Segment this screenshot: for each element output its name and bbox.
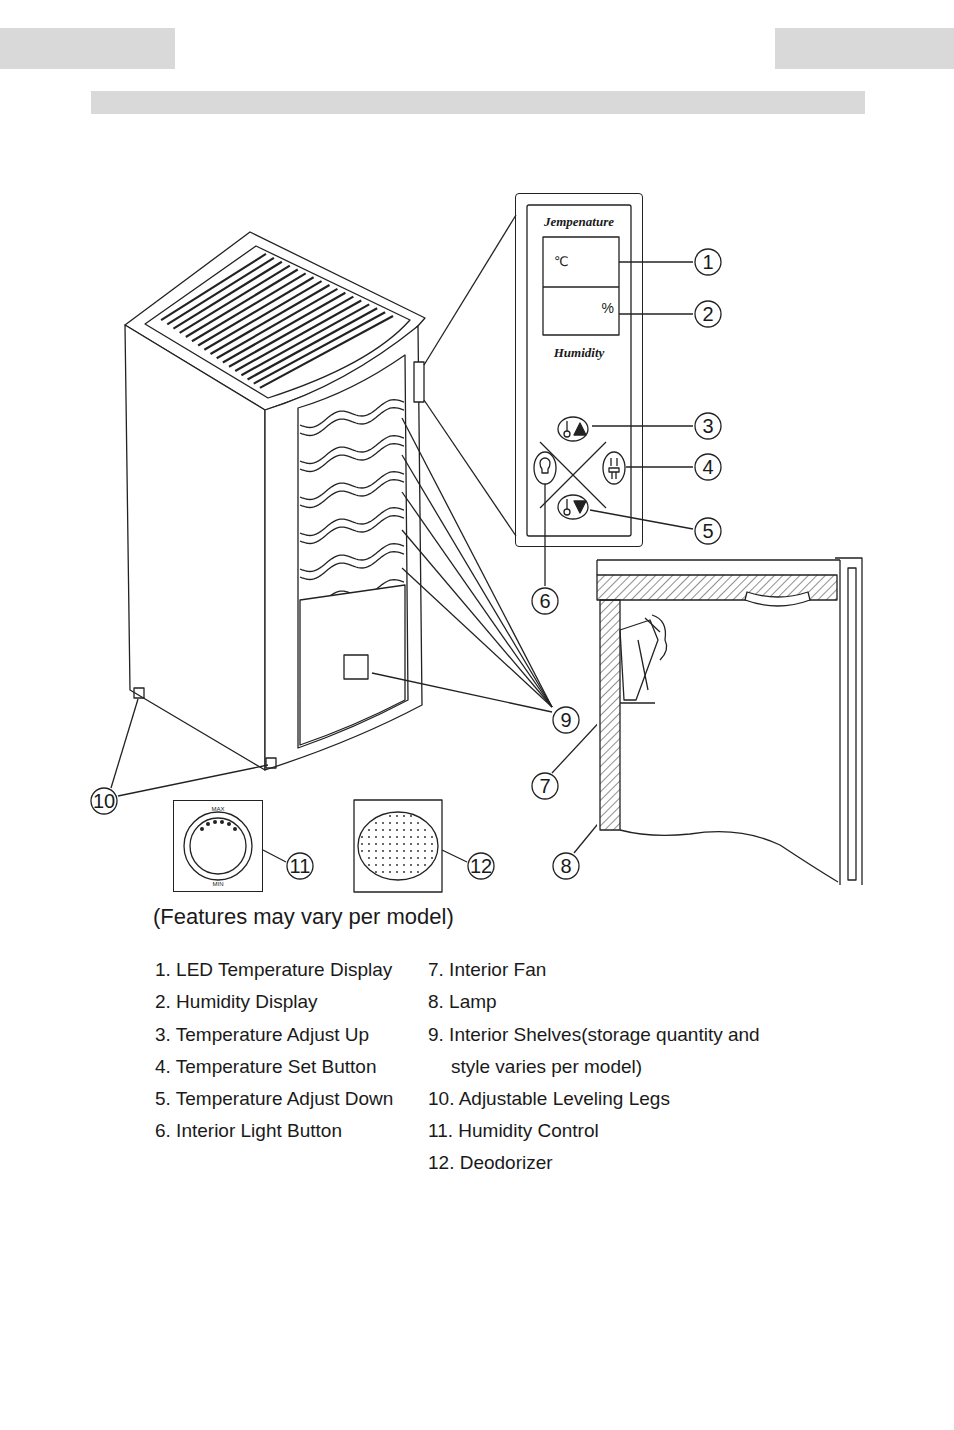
- parts-list-item: 5. Temperature Adjust Down: [155, 1083, 393, 1115]
- callout-number: 8: [560, 856, 571, 876]
- parts-list-item: 6. Interior Light Button: [155, 1115, 342, 1147]
- panel-heading: Humidity: [554, 345, 605, 361]
- parts-list-item: 4. Temperature Set Button: [155, 1051, 376, 1083]
- humidity-display: %: [544, 288, 620, 336]
- parts-list-item: 1. LED Temperature Display: [155, 954, 392, 986]
- callout-number: 7: [539, 776, 550, 796]
- parts-list-item: 10. Adjustable Leveling Legs: [428, 1083, 670, 1115]
- dial-mark: MAX: [211, 806, 224, 812]
- humidity-control-box: MAX MIN: [173, 800, 263, 892]
- parts-list-item: 7. Interior Fan: [428, 954, 546, 986]
- callout-number: 9: [560, 710, 571, 730]
- callout-number: 3: [702, 416, 713, 436]
- parts-list-item: 8. Lamp: [428, 986, 497, 1018]
- parts-list-item: 9. Interior Shelves(storage quantity and…: [428, 1019, 771, 1083]
- control-panel: JempenatureHumidity ℃%: [515, 193, 643, 547]
- panel-heading: Jempenature: [544, 214, 614, 230]
- callout-number: 11: [290, 856, 311, 876]
- unit-label: ℃: [554, 254, 569, 269]
- callout-number: 12: [470, 856, 492, 876]
- callout-number: 5: [702, 521, 713, 541]
- parts-list-item: 3. Temperature Adjust Up: [155, 1019, 369, 1051]
- callout-number: 1: [702, 252, 713, 272]
- callout-number: 10: [93, 791, 115, 811]
- parts-list-item: 11. Humidity Control: [428, 1115, 599, 1147]
- dial-mark: MIN: [213, 881, 224, 887]
- temperature-display: ℃: [544, 238, 620, 288]
- callout-number: 4: [702, 457, 713, 477]
- unit-label: %: [602, 300, 614, 316]
- callout-number: 2: [702, 304, 713, 324]
- caption: (Features may vary per model): [153, 903, 454, 931]
- parts-list-item: 2. Humidity Display: [155, 986, 318, 1018]
- parts-list-item: 12. Deodorizer: [428, 1147, 553, 1179]
- callout-number: 6: [539, 591, 550, 611]
